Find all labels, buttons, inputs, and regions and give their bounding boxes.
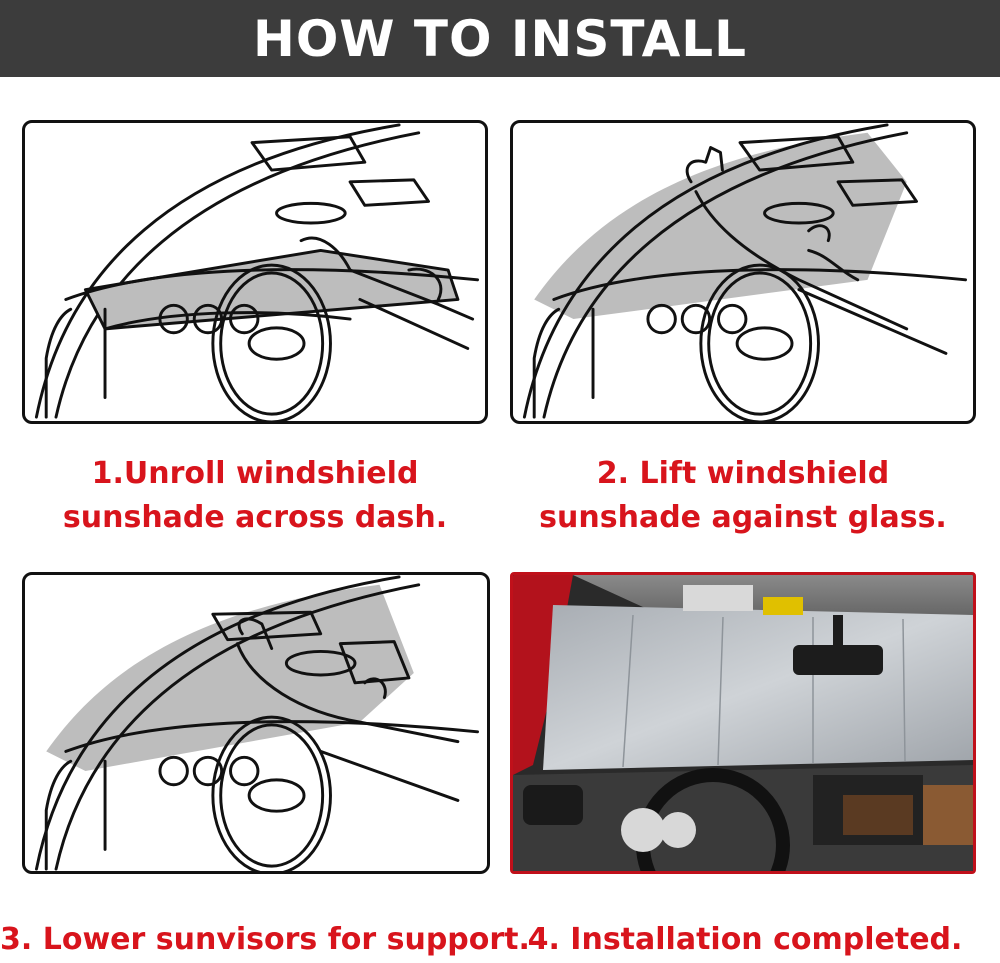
step-1-illustration bbox=[22, 120, 488, 424]
step-4-caption-line-1: 4. Installation completed. bbox=[527, 922, 963, 957]
step-2-caption: 2. Lift windshield sunshade against glas… bbox=[510, 452, 976, 540]
step-3-caption: 3. Lower sunvisors for support. bbox=[0, 918, 530, 962]
step-1-caption-line-2: sunshade across dash. bbox=[62, 500, 448, 535]
step-4-photo bbox=[510, 572, 976, 874]
step-4-caption: 4. Installation completed. bbox=[500, 918, 990, 962]
step-1-caption-line-1: 1.Unroll windshield bbox=[91, 456, 419, 491]
page-title: HOW TO INSTALL bbox=[252, 9, 748, 68]
step-3-illustration bbox=[22, 572, 490, 874]
header-bar: HOW TO INSTALL bbox=[0, 0, 1000, 77]
step-2-caption-line-1: 2. Lift windshield bbox=[596, 456, 890, 491]
step-3-caption-line-1: 3. Lower sunvisors for support. bbox=[0, 922, 530, 957]
step-2-caption-line-2: sunshade against glass. bbox=[539, 500, 947, 535]
step-2-illustration bbox=[510, 120, 976, 424]
step-1-caption: 1.Unroll windshield sunshade across dash… bbox=[22, 452, 488, 540]
